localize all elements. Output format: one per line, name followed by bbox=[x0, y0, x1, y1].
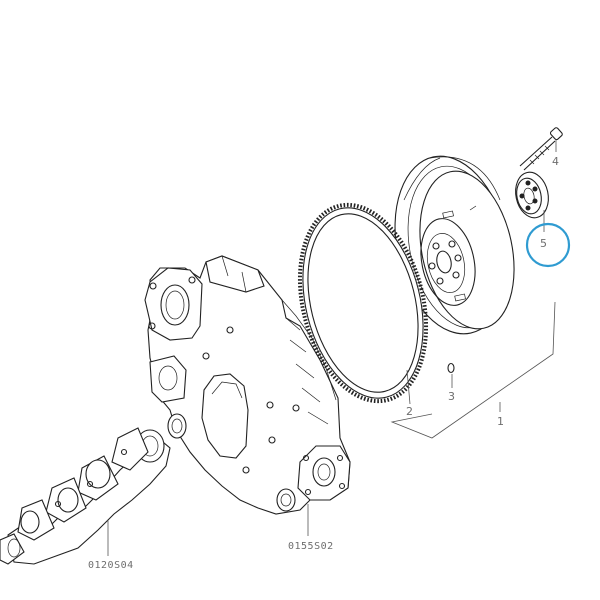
reference-label-crankshaft: 0120S04 bbox=[88, 560, 134, 571]
callout-5-label: 5 bbox=[540, 237, 547, 250]
callout-2-label: 2 bbox=[406, 405, 413, 418]
dowel-pin[interactable] bbox=[447, 362, 455, 374]
flywheel-housing[interactable] bbox=[144, 255, 351, 515]
callout-5-highlight-circle bbox=[525, 222, 571, 268]
reference-label-timing-cover: 0155S02 bbox=[288, 541, 334, 552]
flywheel[interactable] bbox=[379, 146, 527, 345]
crankshaft[interactable] bbox=[0, 427, 171, 565]
callout-1-label: 1 bbox=[497, 415, 504, 428]
leader-lines bbox=[107, 140, 557, 556]
pilot-bearing[interactable] bbox=[512, 169, 553, 221]
callout-3-label: 3 bbox=[448, 390, 455, 403]
ring-gear[interactable] bbox=[281, 191, 446, 414]
flywheel-bolt[interactable] bbox=[519, 127, 563, 171]
callout-4-label: 4 bbox=[552, 155, 559, 168]
